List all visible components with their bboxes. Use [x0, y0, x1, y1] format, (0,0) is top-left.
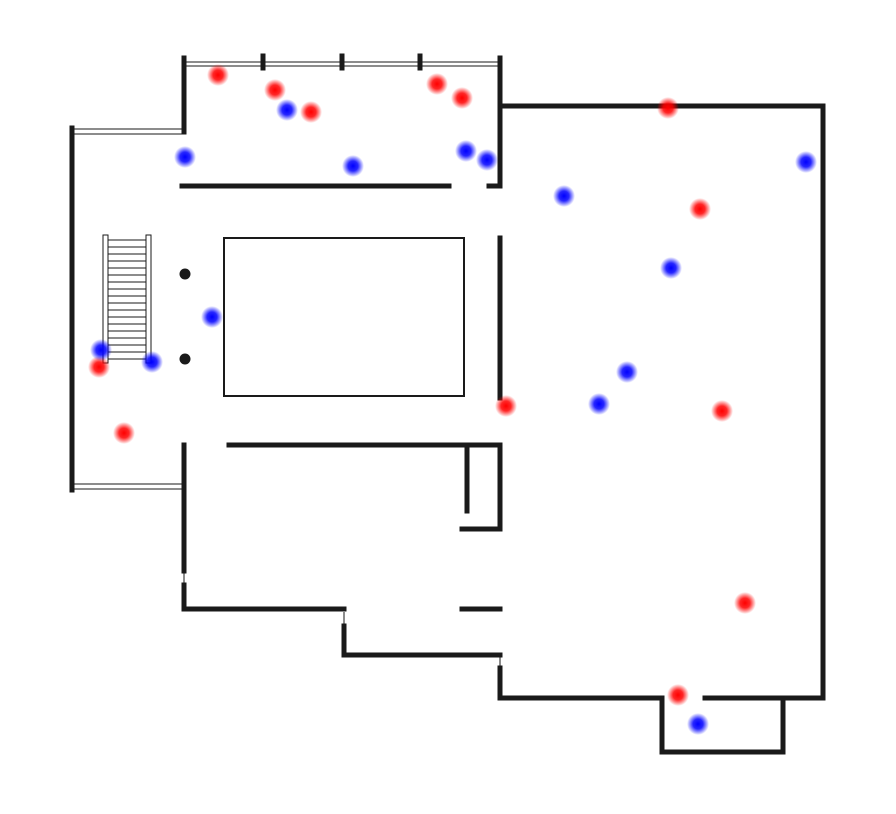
- red-marker: [264, 79, 286, 101]
- blue-marker: [660, 257, 682, 279]
- red-marker: [734, 592, 756, 614]
- column-top: [179, 268, 191, 280]
- blue-marker: [553, 185, 575, 207]
- stair-rail-right: [145, 234, 152, 364]
- red-marker: [711, 400, 733, 422]
- red-marker: [689, 198, 711, 220]
- red-marker: [88, 356, 110, 378]
- red-marker: [657, 97, 679, 119]
- markers: [88, 64, 817, 735]
- staircase: [102, 234, 152, 364]
- red-marker: [451, 87, 473, 109]
- blue-marker: [342, 155, 364, 177]
- blue-marker: [90, 339, 112, 361]
- red-marker: [426, 73, 448, 95]
- blue-marker: [795, 151, 817, 173]
- blue-marker: [616, 361, 638, 383]
- blue-marker: [687, 713, 709, 735]
- blue-marker: [588, 393, 610, 415]
- red-marker: [300, 101, 322, 123]
- blue-marker: [276, 99, 298, 121]
- blue-marker: [455, 140, 477, 162]
- red-marker: [207, 64, 229, 86]
- walls: [69, 53, 826, 755]
- blue-marker: [201, 306, 223, 328]
- red-marker: [667, 684, 689, 706]
- red-marker: [113, 422, 135, 444]
- column-bottom: [179, 353, 191, 365]
- red-marker: [495, 395, 517, 417]
- central-atrium: [223, 237, 465, 397]
- blue-marker: [174, 146, 196, 168]
- blue-marker: [476, 149, 498, 171]
- blue-marker: [141, 351, 163, 373]
